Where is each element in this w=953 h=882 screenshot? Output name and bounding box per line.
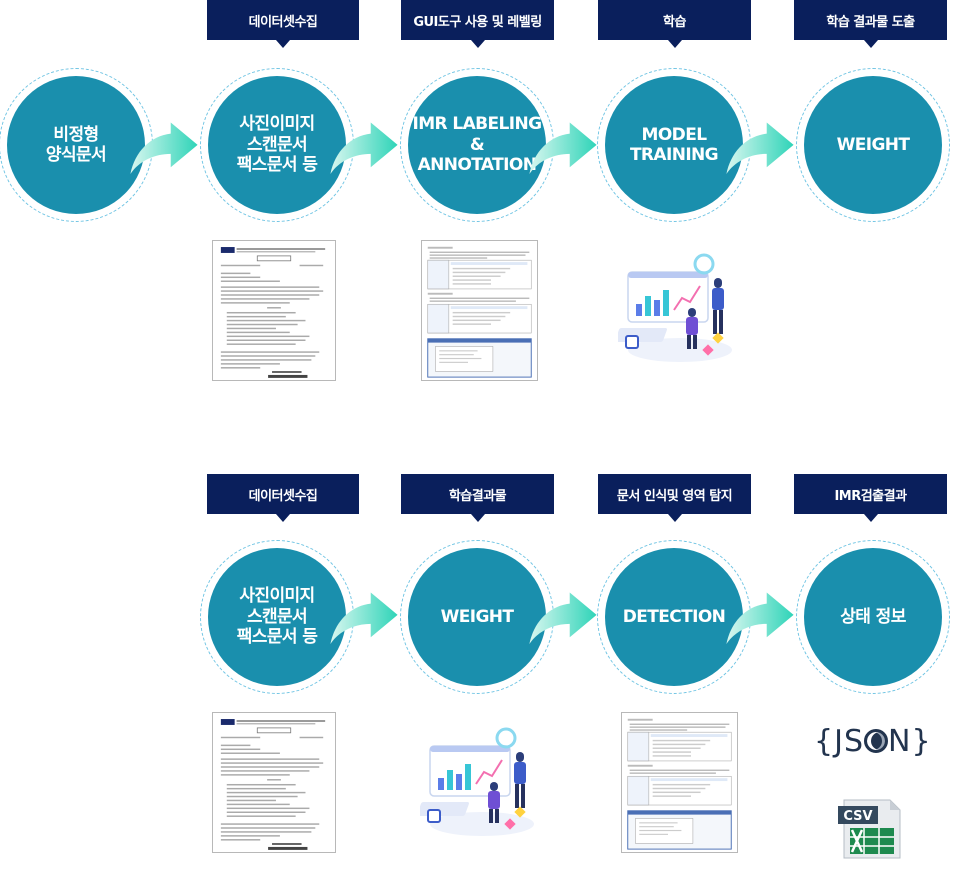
banner-dataset-collection: 데이터셋수집 (207, 0, 359, 48)
json-text: JS (834, 724, 864, 759)
json-o-icon (863, 729, 888, 753)
banner-dataset-collection-2: 데이터셋수집 (207, 474, 359, 522)
step-weight-2: WEIGHT (408, 548, 546, 686)
banner-recognition-detection: 문서 인식및 영역 탐지 (598, 474, 751, 522)
banner-training: 학습 (598, 0, 751, 48)
step-weight: WEIGHT (804, 76, 942, 214)
labeled-form-thumbnail (421, 240, 538, 381)
detection-form-thumbnail (621, 712, 738, 853)
json-logo: {JS N} (814, 724, 932, 759)
step-ring (796, 68, 950, 222)
banner-imr-result: IMR검출결과 (794, 474, 947, 522)
flow-arrow (328, 118, 400, 174)
json-brace-close: } (911, 724, 932, 759)
flow-arrow (128, 118, 200, 174)
step-ring (796, 540, 950, 694)
banner-training-result: 학습 결과물 도출 (794, 0, 947, 48)
banner-gui-labeling: GUI도구 사용 및 레벨링 (401, 0, 554, 48)
flow-arrow (527, 588, 599, 644)
json-text-end: N (887, 724, 912, 759)
flow-arrow (724, 118, 796, 174)
step-unstructured-docs: 비정형 양식문서 (7, 76, 145, 214)
step-imr-labeling: IMR LABELING & ANNOTATION (408, 76, 546, 214)
step-model-training: MODEL TRAINING (605, 76, 743, 214)
flow-arrow (328, 588, 400, 644)
step-detection: DETECTION (605, 548, 743, 686)
csv-file-icon: CSV (838, 799, 901, 859)
flow-arrow (527, 118, 599, 174)
step-image-scan-fax: 사진이미지 스캔문서 팩스문서 등 (208, 76, 346, 214)
weight-analytics-illustration (420, 724, 540, 844)
official-document-thumbnail (212, 712, 336, 853)
json-brace-open: { (814, 724, 835, 759)
csv-label: CSV (843, 809, 872, 824)
training-analytics-illustration (618, 250, 738, 370)
banner-training-output: 학습결과물 (401, 474, 554, 522)
step-status-info: 상태 정보 (804, 548, 942, 686)
official-document-thumbnail (212, 240, 336, 381)
step-image-scan-fax-2: 사진이미지 스캔문서 팩스문서 등 (208, 548, 346, 686)
flow-arrow (724, 588, 796, 644)
